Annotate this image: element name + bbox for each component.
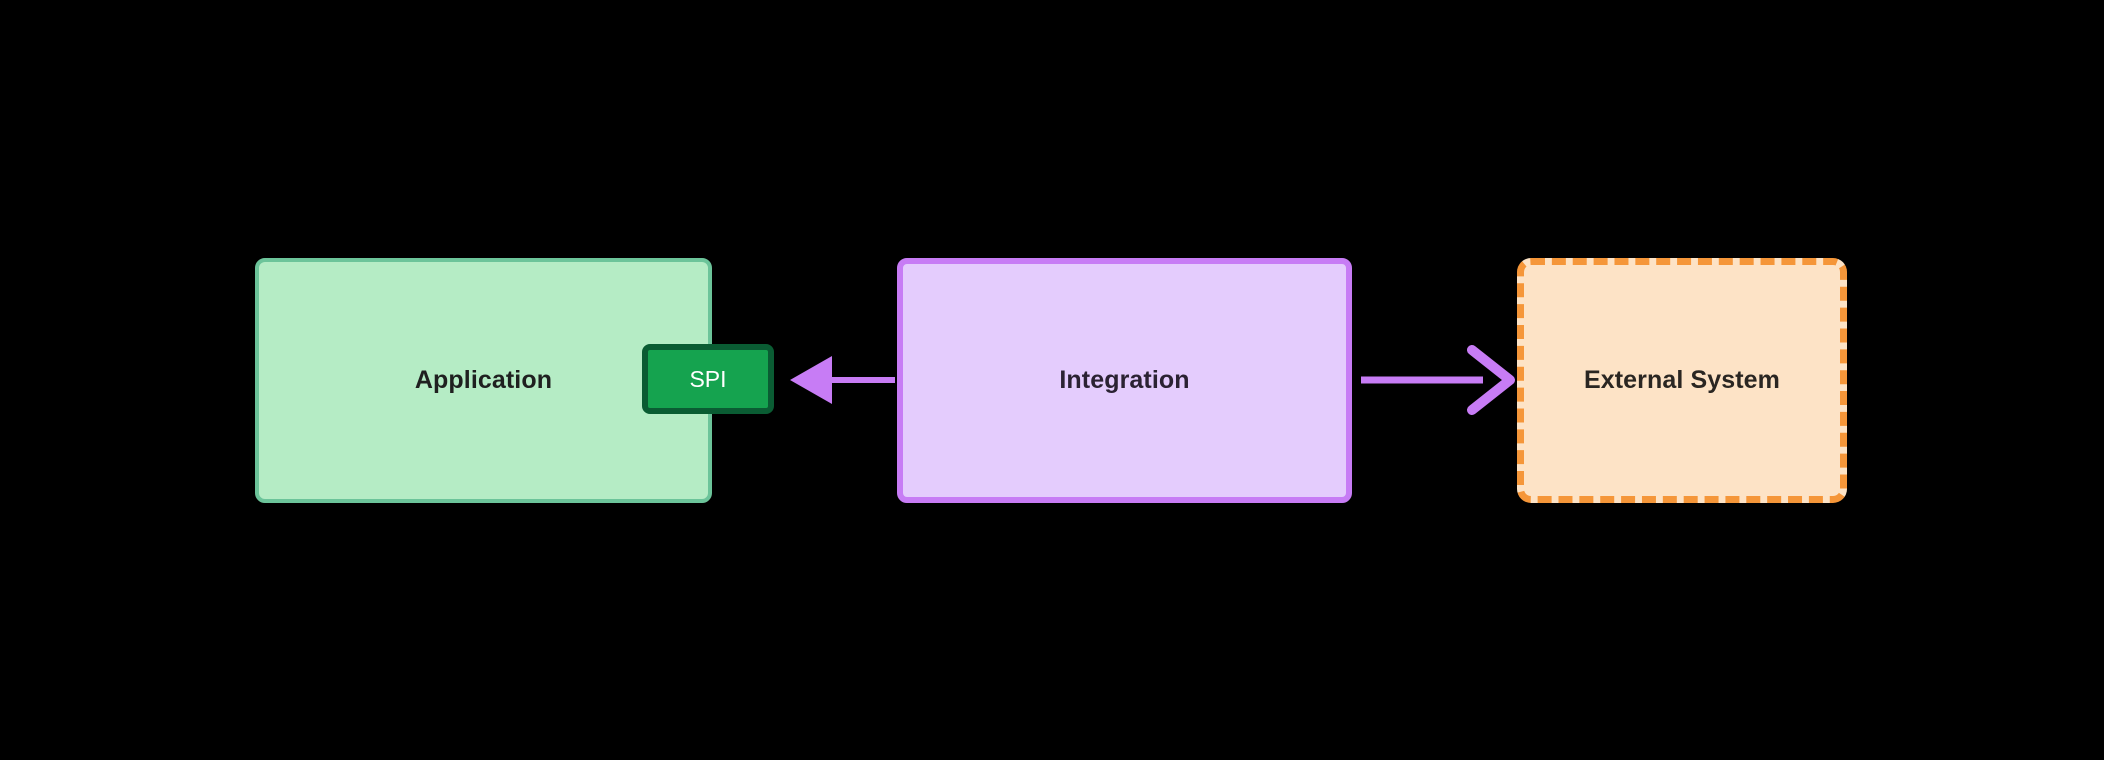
badge-spi-label: SPI bbox=[689, 365, 727, 392]
edge-integration-to-spi[interactable] bbox=[780, 348, 900, 412]
badge-spi[interactable]: SPI bbox=[642, 344, 774, 414]
node-external-system-label: External System bbox=[1583, 366, 1781, 394]
arrowhead-right-chevron-icon bbox=[1467, 345, 1515, 415]
node-application-label: Application bbox=[414, 366, 553, 394]
node-external-system[interactable]: External System bbox=[1517, 258, 1847, 503]
arrowhead-left-filled-icon bbox=[790, 356, 832, 404]
edge-integration-to-external[interactable] bbox=[1355, 340, 1525, 420]
node-integration[interactable]: Integration bbox=[897, 258, 1352, 503]
node-integration-label: Integration bbox=[1059, 366, 1190, 394]
node-application[interactable]: Application bbox=[255, 258, 712, 503]
